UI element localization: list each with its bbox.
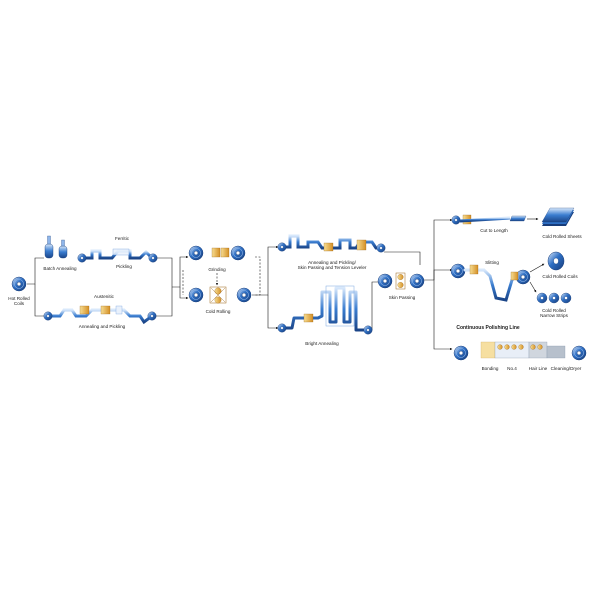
continuous-polishing-line (453, 341, 587, 361)
annealing-furnace-icon (44, 243, 54, 259)
polishing-heads (497, 344, 543, 350)
cold-rolled-coils-output (547, 251, 565, 271)
strip-path-icon (282, 286, 368, 332)
flow-arrow-icon (433, 280, 453, 351)
coil-icon (376, 243, 386, 253)
label-austenitic: Austenitic (94, 294, 114, 299)
label-cleaning-dryer: Cleaning/Dryer (550, 366, 582, 371)
coil-icon (450, 263, 466, 279)
label-bright-annealing: Bright Annealing (305, 341, 339, 346)
bright-annealing-line (277, 285, 373, 335)
cold-rolled-sheets (541, 207, 575, 226)
annealing-furnace-icon (58, 245, 68, 259)
label-no4: No.4 (507, 366, 517, 371)
roller-stand-icon (211, 247, 221, 258)
cold-rolling-mill (188, 286, 252, 304)
label-pickling: Pickling (116, 264, 132, 269)
strip-path-icon (46, 308, 154, 325)
label-grinding: Grinding (208, 267, 226, 272)
label-batch-annealing: Batch Annealing (43, 266, 77, 271)
coil-icon (147, 311, 157, 321)
coil-icon (148, 253, 158, 263)
roller-stand-icon (323, 242, 334, 252)
roller-stand-icon (356, 239, 367, 251)
sheet-stack-icon (541, 207, 575, 226)
annealing-pickling-skin-line (277, 234, 386, 253)
coil-icon (363, 325, 373, 335)
coil-icon (188, 287, 204, 303)
label-ferritic: Ferritic (114, 236, 130, 241)
label-cut-to-length: Cut to Length (480, 228, 508, 233)
label-skin-passing: Skin Passing (388, 295, 416, 300)
label-cold-rolled-sheets: Cold Rolled Sheets (542, 234, 582, 239)
batch-annealing-unit (44, 235, 68, 259)
label-cold-rolled-narrow-strips: Cold Rolled Narrow Strips (540, 308, 568, 319)
coil-icon (451, 215, 461, 225)
coil-icon (11, 276, 27, 292)
flow-arrow-icon (179, 287, 189, 300)
coil-icon (77, 253, 87, 263)
slitting-line (450, 263, 531, 302)
flow-arrow-icon (34, 284, 44, 317)
roller-stand-icon (469, 264, 479, 275)
coil-icon (43, 311, 53, 321)
flow-arrow-icon (252, 245, 279, 296)
coil-icon (230, 245, 246, 261)
roller-stand-icon (303, 313, 314, 323)
coil-icon (453, 345, 469, 361)
skin-passing-mill (377, 272, 425, 290)
flow-arrow-icon (27, 257, 44, 285)
coil-icon (377, 273, 393, 289)
roller-stand-icon (100, 305, 111, 315)
austenitic-annealing-pickling-line (43, 305, 157, 325)
roller-stand-icon (79, 305, 90, 315)
coil-icon (277, 323, 287, 333)
coil-icon (571, 345, 587, 361)
hot-rolled-coil (11, 276, 27, 292)
label-annealing-pickling-skin-passing: Annealing and Pickling/ Skin Passing and… (297, 260, 367, 271)
roller-stand-icon (220, 247, 230, 258)
label-bonding: Bonding (481, 366, 499, 371)
flow-arrow-icon (172, 255, 189, 288)
flow-arrow-icon (433, 268, 453, 280)
label-hair-line: Hair Line (528, 366, 548, 371)
coil-icon (236, 287, 252, 303)
roller-stand-icon (510, 271, 519, 281)
coil-icon (409, 273, 425, 289)
pickling-line (77, 248, 158, 263)
label-cold-rolling: Cold Rolling (205, 309, 231, 314)
label-continuous-polishing-line: Continuous Polishing Line (456, 325, 520, 331)
coil-icon (188, 245, 204, 261)
label-annealing-and-pickling: Annealing and Pickling (78, 324, 126, 329)
narrow-strip-icon (536, 292, 572, 304)
grinding-unit (188, 245, 246, 261)
cold-rolled-narrow-strips-output (536, 292, 572, 304)
label-cold-rolled-coils: Cold Rolled Coils (542, 274, 578, 279)
flow-arrow-icon (424, 218, 453, 281)
label-slitting: Slitting (485, 260, 499, 265)
flow-arrow-icon (267, 295, 279, 330)
coil-icon (277, 242, 287, 252)
flow-lines (27, 217, 545, 351)
cut-to-length-line (451, 214, 527, 225)
label-hot-rolled-coils: Hot Rolled Coils (8, 296, 30, 307)
strip-path-icon (463, 268, 518, 302)
